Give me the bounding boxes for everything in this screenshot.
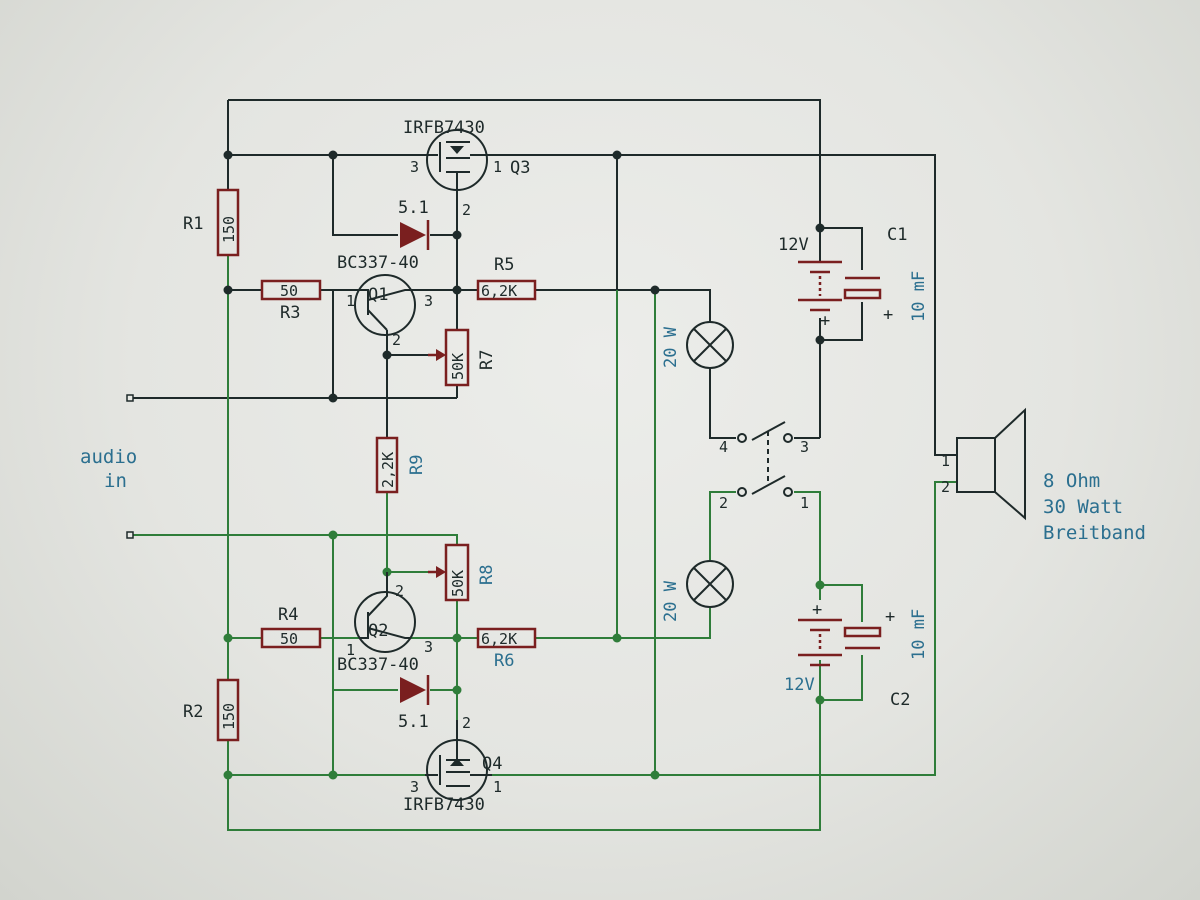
dpdt-switch bbox=[737, 421, 793, 497]
svg-text:+: + bbox=[883, 305, 893, 325]
r4-ref-label: R4 bbox=[278, 605, 298, 625]
svg-text:2: 2 bbox=[462, 714, 471, 732]
transistor-q2 bbox=[354, 572, 416, 653]
c1-value: 10 mF bbox=[909, 271, 929, 322]
resistor-r6 bbox=[476, 627, 537, 649]
svg-text:+: + bbox=[820, 311, 830, 331]
r2-ref-label: R2 bbox=[183, 702, 203, 722]
speaker-spec-line1: 8 Ohm bbox=[1043, 470, 1100, 492]
battery-bottom-voltage: 12V bbox=[784, 675, 815, 695]
svg-text:3: 3 bbox=[424, 292, 433, 310]
c2-value: 10 mF bbox=[909, 609, 929, 660]
r9-ref-label: R9 bbox=[407, 455, 427, 475]
mosfet-q4 bbox=[425, 720, 492, 801]
svg-text:1: 1 bbox=[493, 778, 502, 796]
q1-ref-label: Q1 bbox=[368, 285, 388, 305]
svg-text:+: + bbox=[885, 607, 895, 627]
svg-text:2: 2 bbox=[719, 494, 728, 512]
q2-part-label: BC337-40 bbox=[337, 655, 419, 675]
resistor-r2 bbox=[216, 678, 240, 742]
capacitor-c2 bbox=[843, 626, 882, 650]
svg-text:4: 4 bbox=[719, 438, 728, 456]
lamp-top bbox=[686, 321, 734, 369]
speaker-spec-line2: 30 Watt bbox=[1043, 496, 1123, 518]
mosfet-q3 bbox=[425, 129, 492, 210]
svg-text:1: 1 bbox=[346, 292, 355, 310]
svg-text:2: 2 bbox=[941, 478, 950, 496]
resistor-r1 bbox=[216, 188, 240, 257]
speaker-icon bbox=[956, 407, 1026, 521]
battery-top bbox=[798, 260, 842, 312]
lamp-bottom bbox=[686, 560, 734, 608]
junction-dots bbox=[223, 150, 825, 780]
svg-text:1: 1 bbox=[800, 494, 809, 512]
r9-value: 2,2K bbox=[379, 452, 397, 488]
battery-top-voltage: 12V bbox=[778, 235, 809, 255]
svg-text:+: + bbox=[812, 600, 822, 620]
audio-input-terminals bbox=[126, 394, 134, 539]
q1-part-label: BC337-40 bbox=[337, 253, 419, 273]
r3-value: 50 bbox=[280, 282, 298, 300]
r7-ref-label: R7 bbox=[477, 350, 497, 370]
battery-bottom bbox=[798, 618, 842, 667]
r2-value: 150 bbox=[220, 703, 238, 730]
potentiometer-r8 bbox=[428, 543, 470, 602]
resistor-r9 bbox=[375, 436, 399, 494]
r3-ref-label: R3 bbox=[280, 303, 300, 323]
transistor-q1 bbox=[354, 274, 416, 336]
svg-text:1: 1 bbox=[493, 158, 502, 176]
q4-ref-label: Q4 bbox=[482, 754, 502, 774]
zener-bottom-label: 5.1 bbox=[398, 712, 429, 732]
r7-value: 50K bbox=[449, 353, 467, 380]
svg-text:1: 1 bbox=[346, 641, 355, 659]
r4-value: 50 bbox=[280, 630, 298, 648]
r8-ref-label: R8 bbox=[477, 565, 497, 585]
svg-text:3: 3 bbox=[424, 638, 433, 656]
svg-text:3: 3 bbox=[410, 158, 419, 176]
svg-text:3: 3 bbox=[800, 438, 809, 456]
q2-ref-label: Q2 bbox=[368, 621, 388, 641]
r6-ref-label: R6 bbox=[494, 651, 514, 671]
svg-text:2: 2 bbox=[462, 201, 471, 219]
labels: IRFB7430 Q3 3 1 2 5.1 BC337-40 R5 6,2K 5… bbox=[80, 118, 1146, 815]
svg-text:3: 3 bbox=[410, 778, 419, 796]
capacitor-c1 bbox=[843, 276, 882, 300]
c2-ref-label: C2 bbox=[890, 690, 910, 710]
r1-ref-label: R1 bbox=[183, 214, 203, 234]
potentiometer-r7 bbox=[428, 328, 470, 387]
q3-part-label: IRFB7430 bbox=[403, 118, 485, 138]
zener-diode-top bbox=[400, 220, 430, 250]
resistor-r4 bbox=[260, 627, 322, 649]
r5-ref-label: R5 bbox=[494, 255, 514, 275]
resistor-r3 bbox=[260, 279, 322, 301]
speaker-spec-line3: Breitband bbox=[1043, 522, 1146, 544]
wires bbox=[130, 99, 957, 831]
audio-in-label-line2: in bbox=[104, 470, 127, 492]
q4-part-label: IRFB7430 bbox=[403, 795, 485, 815]
zener-diode-bottom bbox=[400, 675, 430, 705]
svg-text:2: 2 bbox=[395, 582, 404, 600]
resistor-r5 bbox=[476, 279, 537, 301]
zener-top-label: 5.1 bbox=[398, 198, 429, 218]
c1-ref-label: C1 bbox=[887, 225, 907, 245]
r8-value: 50K bbox=[449, 570, 467, 597]
lamp-top-rating: 20 W bbox=[661, 326, 681, 368]
svg-text:1: 1 bbox=[941, 452, 950, 470]
r1-value: 150 bbox=[220, 216, 238, 243]
lamp-bottom-rating: 20 W bbox=[661, 580, 681, 622]
r5-value: 6,2K bbox=[481, 282, 517, 300]
svg-text:2: 2 bbox=[392, 331, 401, 349]
r6-value: 6,2K bbox=[481, 630, 517, 648]
q3-ref-label: Q3 bbox=[510, 158, 530, 178]
audio-in-label-line1: audio bbox=[80, 446, 137, 468]
